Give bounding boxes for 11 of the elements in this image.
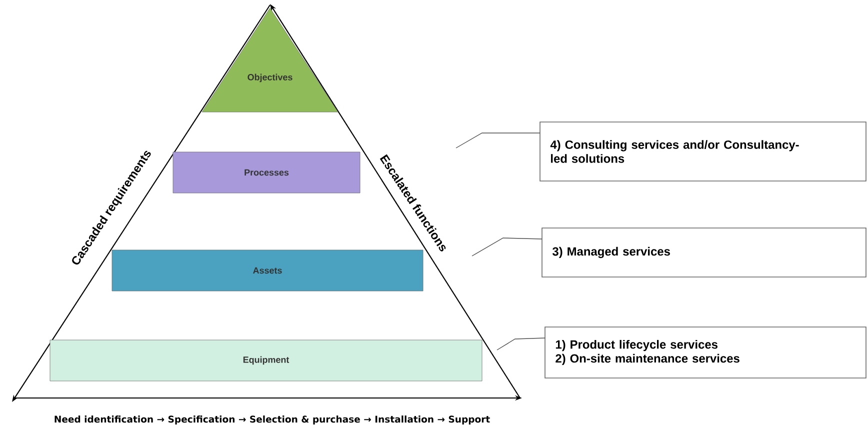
leader-line [456,132,540,148]
pyramid-tier: Objectives [202,8,338,112]
service-box: 4) Consulting services and/or Consultancy-led solutions [540,122,866,182]
service-box: 1) Product lifecycle services 2) On-site maintenance services [544,326,866,378]
tier-box: Equipment [50,340,482,382]
leader-line [472,238,542,256]
tier-box: Assets [112,250,424,292]
service-box: 3) Managed services [542,228,866,278]
tier-box: Processes [172,152,360,194]
leader-line [496,338,546,350]
process-steps: Need identification → Specification → Selection & purchase → Installation → Support [54,416,490,424]
